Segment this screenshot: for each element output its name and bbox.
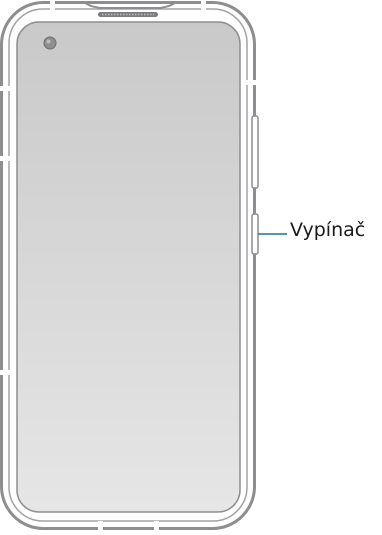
volume-key [251, 115, 259, 189]
power-button [251, 213, 259, 255]
front-camera-icon [43, 36, 57, 50]
antenna-bands [0, 0, 256, 531]
earpiece-speaker [83, 1, 177, 17]
screen [16, 21, 241, 513]
power-button-label: Vypínač [290, 219, 366, 241]
